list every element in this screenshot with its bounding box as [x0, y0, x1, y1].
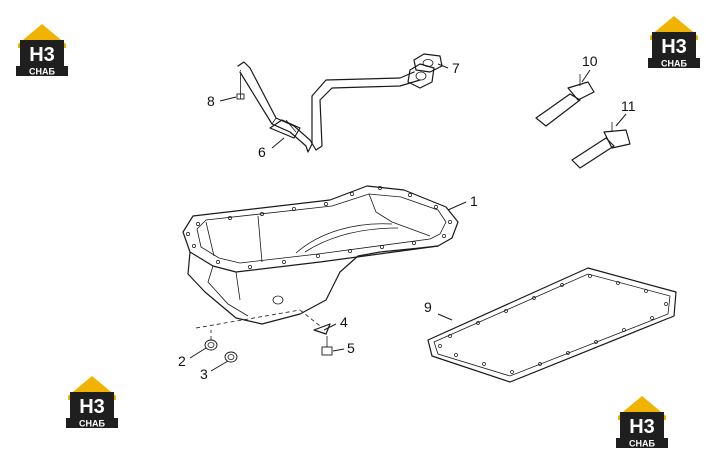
- oil-pan: [182, 185, 459, 325]
- callout-6: 6: [258, 144, 266, 160]
- svg-text:H3: H3: [661, 36, 687, 58]
- oil-temperature-sensor: [571, 122, 631, 169]
- brand-logo-icon: H3 СНАБ: [616, 396, 668, 449]
- tube-flange-gasket: [413, 53, 443, 73]
- oil-pressure-sender: [321, 336, 333, 356]
- brand-logo-top-left: H3 СНАБ: [14, 20, 70, 78]
- svg-text:H3: H3: [629, 416, 655, 438]
- callout-4: 4: [340, 314, 348, 330]
- callout-11: 11: [621, 98, 636, 114]
- svg-text:СНАБ: СНАБ: [79, 419, 105, 429]
- brand-logo-top-right: H3 СНАБ: [646, 12, 702, 70]
- brand-logo-bottom-right: H3 СНАБ: [614, 392, 670, 450]
- brand-logo-icon: H3 СНАБ: [66, 376, 118, 429]
- drain-plug-washer: [204, 339, 218, 351]
- sender-seal: [313, 323, 331, 335]
- callout-9: 9: [424, 299, 432, 315]
- callout-7: 7: [452, 60, 460, 76]
- svg-text:СНАБ: СНАБ: [629, 439, 655, 449]
- callout-1: 1: [470, 193, 478, 209]
- svg-text:СНАБ: СНАБ: [661, 59, 687, 69]
- callout-labels: 1 2 3 4 5 6 7 8 9 10 11: [178, 53, 636, 382]
- flange-bolt-holes: [186, 186, 452, 269]
- callout-8: 8: [207, 93, 215, 109]
- logo-text: СНАБ: [29, 67, 55, 77]
- callout-2: 2: [178, 353, 186, 369]
- callout-5: 5: [347, 340, 355, 356]
- oil-pan-gasket-plate: [427, 267, 677, 383]
- drain-plug: [224, 351, 238, 363]
- brand-logo-bottom-left: H3 СНАБ: [64, 372, 120, 430]
- logo-glyph: H3: [29, 44, 55, 66]
- oil-suction-tube: [237, 61, 435, 153]
- bracket-bolt: [236, 70, 245, 100]
- brand-logo-icon: H3 СНАБ: [648, 16, 700, 69]
- leader-lines: [189, 63, 627, 372]
- callout-10: 10: [582, 53, 598, 69]
- svg-text:H3: H3: [79, 396, 105, 418]
- callout-3: 3: [200, 366, 208, 382]
- oil-level-sensor: [535, 74, 595, 127]
- brand-logo-icon: H3 СНАБ: [16, 24, 68, 77]
